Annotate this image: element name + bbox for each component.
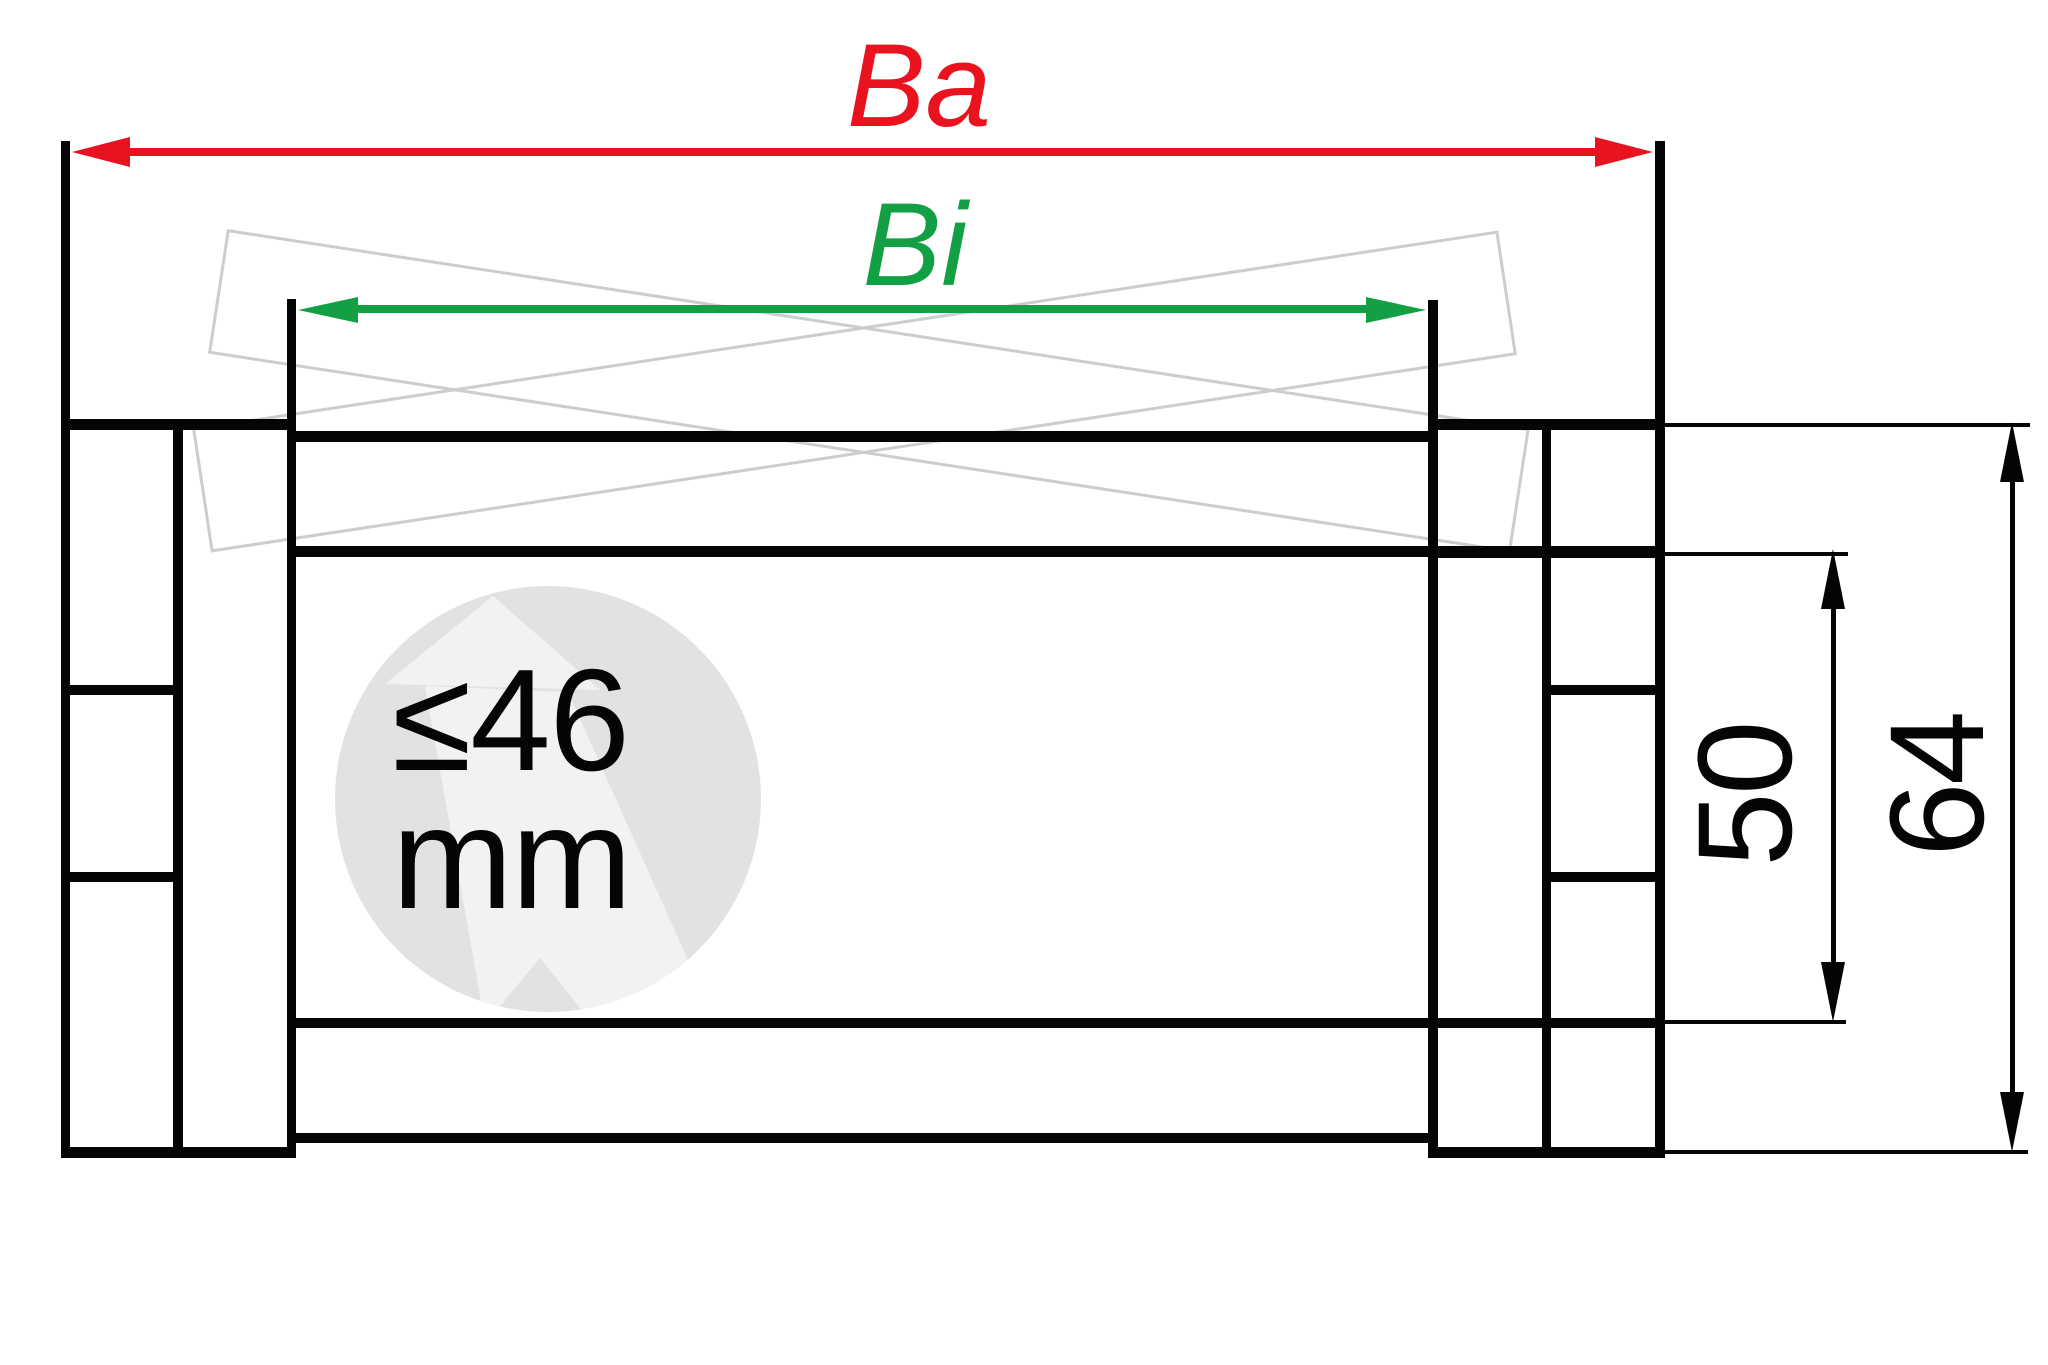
arrow-down-icon: [1821, 962, 1845, 1022]
inner-width-dimension-line: [350, 305, 1380, 313]
extension-line-inner-height-bottom: [1660, 1020, 1846, 1024]
right-plate-inner-edge: [1428, 300, 1438, 1157]
arrow-up-icon: [2000, 422, 2024, 482]
crossbar-top-outer-edge: [287, 431, 1438, 442]
right-plate-outer-edge: [1655, 141, 1665, 1158]
arrow-up-icon: [1821, 549, 1845, 609]
up-left-arrow-icon: [385, 596, 712, 1012]
right-plate-top-edge: [1428, 419, 1665, 430]
inner-height-label: 50: [1670, 723, 1820, 867]
crossbar-bottom-inner-edge: [287, 1018, 1660, 1028]
outer-width-label: Ba: [846, 20, 992, 152]
left-plate-bottom-edge: [61, 1147, 296, 1158]
arrow-left-icon: [298, 297, 358, 323]
extension-line-outer-height-top: [1665, 423, 2030, 427]
arrow-down-icon: [2000, 1092, 2024, 1152]
right-plate-rib-divider: [1551, 872, 1655, 882]
crossbar-top-inner-edge: [287, 546, 1438, 557]
extension-line-inner-height-top: [1665, 552, 1848, 556]
right-plate-mid-line: [1428, 546, 1665, 558]
outer-height-label: 64: [1862, 713, 2012, 857]
right-plate-rib-divider: [1551, 685, 1655, 695]
outer-width-dimension-line: [125, 148, 1600, 156]
crossbar-bottom-outer-edge: [287, 1133, 1433, 1143]
max-cable-diameter-badge: [335, 586, 761, 1012]
right-plate-bottom-edge: [1428, 1147, 1665, 1158]
left-plate-top-edge: [61, 419, 296, 430]
arrow-right-icon: [1366, 297, 1426, 323]
inner-height-dimension-line: [1831, 595, 1836, 975]
left-plate-mid-rib: [173, 419, 183, 1158]
max-cable-diameter-text: ≤46 mm: [392, 639, 632, 939]
max-cable-diameter-unit: mm: [392, 776, 632, 939]
left-plate-rib-divider: [70, 872, 173, 882]
max-cable-diameter-value: ≤46: [392, 639, 630, 801]
left-plate-outer-edge: [61, 141, 70, 1158]
inner-width-label: Bi: [862, 179, 968, 311]
arrow-right-icon: [1595, 137, 1653, 167]
left-plate-inner-edge: [287, 299, 296, 1158]
right-plate-mid-rib: [1542, 419, 1551, 1150]
left-plate-rib-divider: [70, 685, 173, 695]
arrow-left-icon: [72, 137, 130, 167]
extension-line-outer-height-bottom: [1665, 1150, 2028, 1154]
outer-height-dimension-line: [2010, 470, 2015, 1105]
